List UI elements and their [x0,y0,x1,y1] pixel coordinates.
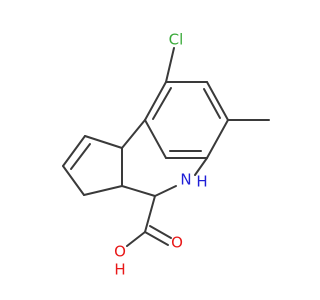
bond-benz-inner-1 [152,87,172,120]
bond-c2-c3 [62,165,85,196]
bond-c1-c2 [62,135,86,167]
bond-cooh-co-a [144,231,169,246]
bond-c4-cooh [144,195,156,233]
bond-cooh-co-b [149,225,172,239]
bond-benz-c7-c6 [206,81,229,121]
nitrogen-hydrogen-label: H [196,173,207,191]
nitrogen-atom-label: N [180,171,191,189]
bond-c8-cl [165,47,175,83]
bond-c3-c3a [83,185,123,196]
bonds [62,47,270,247]
bond-cooh-oh [126,231,146,247]
bond-n-c4 [154,185,177,197]
hydroxyl-oxygen-label: O [114,243,126,261]
bond-benz-c4a-c8a [144,119,167,159]
bond-benz-c6-c5 [206,119,229,159]
chlorine-atom-label: Cl [169,31,184,49]
bond-c9b-c8a [121,119,146,149]
bond-c1-c2-dbl [70,143,91,170]
atom-labels: Cl N H O O H [114,31,208,279]
carbonyl-oxygen-label: O [171,234,183,252]
hydroxyl-hydrogen-label: H [114,261,125,279]
molecule-structure: Cl N H O O H [62,31,270,279]
bond-c9b-c1 [84,135,123,149]
bond-c4a-n [194,157,208,176]
bond-c4-c3a [121,185,156,197]
bond-benz-inner-2 [203,88,221,119]
bond-benz-c8a-c8 [144,81,167,121]
